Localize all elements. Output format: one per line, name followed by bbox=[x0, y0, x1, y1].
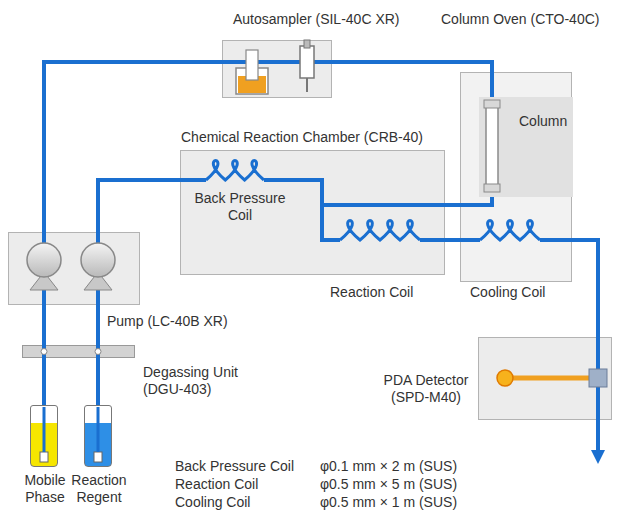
node-label: Reaction Regent bbox=[67, 472, 131, 506]
spec-value: φ0.5 mm × 1 m (SUS) bbox=[320, 494, 457, 511]
tube bbox=[44, 407, 98, 452]
node-label: Column Oven (CTO-40C) bbox=[441, 11, 599, 28]
back-pressure-coil bbox=[206, 161, 264, 181]
tubing-line bbox=[332, 62, 492, 97]
coil-name: Back Pressure Coil bbox=[190, 190, 290, 224]
inlet-filter bbox=[94, 452, 102, 462]
spec-name: Cooling Coil bbox=[175, 494, 250, 511]
flow-cell bbox=[589, 369, 607, 387]
tubing-line bbox=[96, 305, 100, 345]
light-beam bbox=[505, 376, 590, 381]
coil-name: Reaction Coil bbox=[330, 284, 413, 301]
spec-name: Reaction Coil bbox=[175, 476, 258, 493]
tube bbox=[44, 345, 98, 358]
vial-insert bbox=[246, 50, 258, 80]
tubing-line bbox=[445, 238, 460, 242]
tube bbox=[180, 180, 445, 240]
column-fitting bbox=[484, 100, 500, 108]
node-label: Autosampler (SIL-40C XR) bbox=[233, 11, 400, 28]
cooling-coil bbox=[480, 221, 540, 241]
tubing-line bbox=[98, 180, 180, 232]
reaction-chamber-box: Chemical Reaction Chamber (CRB-40) bbox=[180, 150, 445, 275]
spec-value: φ0.1 mm × 2 m (SUS) bbox=[320, 458, 457, 475]
node-label: PDA Detector (SPD-M40) bbox=[377, 372, 475, 406]
tubing-line bbox=[42, 358, 46, 405]
spec-name: Back Pressure Coil bbox=[175, 458, 294, 475]
reaction-coil bbox=[340, 221, 420, 241]
column-oven-box: Column Oven (CTO-40C)Column bbox=[460, 72, 572, 282]
column-tube bbox=[486, 104, 498, 188]
node-label: Column bbox=[519, 113, 567, 130]
tube bbox=[222, 60, 332, 64]
tubing-line bbox=[96, 358, 100, 405]
tubing-line bbox=[42, 305, 46, 345]
tubing-line bbox=[572, 240, 598, 337]
inlet-filter bbox=[40, 452, 48, 462]
coil-name: Cooling Coil bbox=[470, 284, 545, 301]
pump-head bbox=[27, 243, 61, 277]
port bbox=[95, 349, 101, 355]
node-label: Mobile Phase bbox=[15, 472, 75, 506]
spec-value: φ0.5 mm × 5 m (SUS) bbox=[320, 476, 457, 493]
port bbox=[41, 349, 47, 355]
outlet-tube bbox=[596, 420, 600, 452]
syringe-needle bbox=[306, 78, 308, 92]
node-label: Pump (LC-40B XR) bbox=[107, 313, 228, 330]
column-fitting bbox=[484, 184, 500, 192]
syringe bbox=[300, 46, 314, 78]
tubing-line bbox=[44, 62, 222, 232]
pump-head bbox=[81, 243, 115, 277]
tubing-line bbox=[445, 197, 492, 205]
degassing-unit-bar: Degassing Unit (DGU-403) bbox=[22, 345, 135, 358]
lamp bbox=[497, 370, 513, 386]
tube bbox=[460, 238, 572, 242]
node-label: Chemical Reaction Chamber (CRB-40) bbox=[181, 129, 423, 146]
pump-box: Pump (LC-40B XR) bbox=[8, 232, 140, 305]
syringe-plunger bbox=[304, 40, 310, 48]
node-label: Degassing Unit (DGU-403) bbox=[143, 364, 255, 398]
outlet-arrowhead bbox=[591, 450, 605, 464]
